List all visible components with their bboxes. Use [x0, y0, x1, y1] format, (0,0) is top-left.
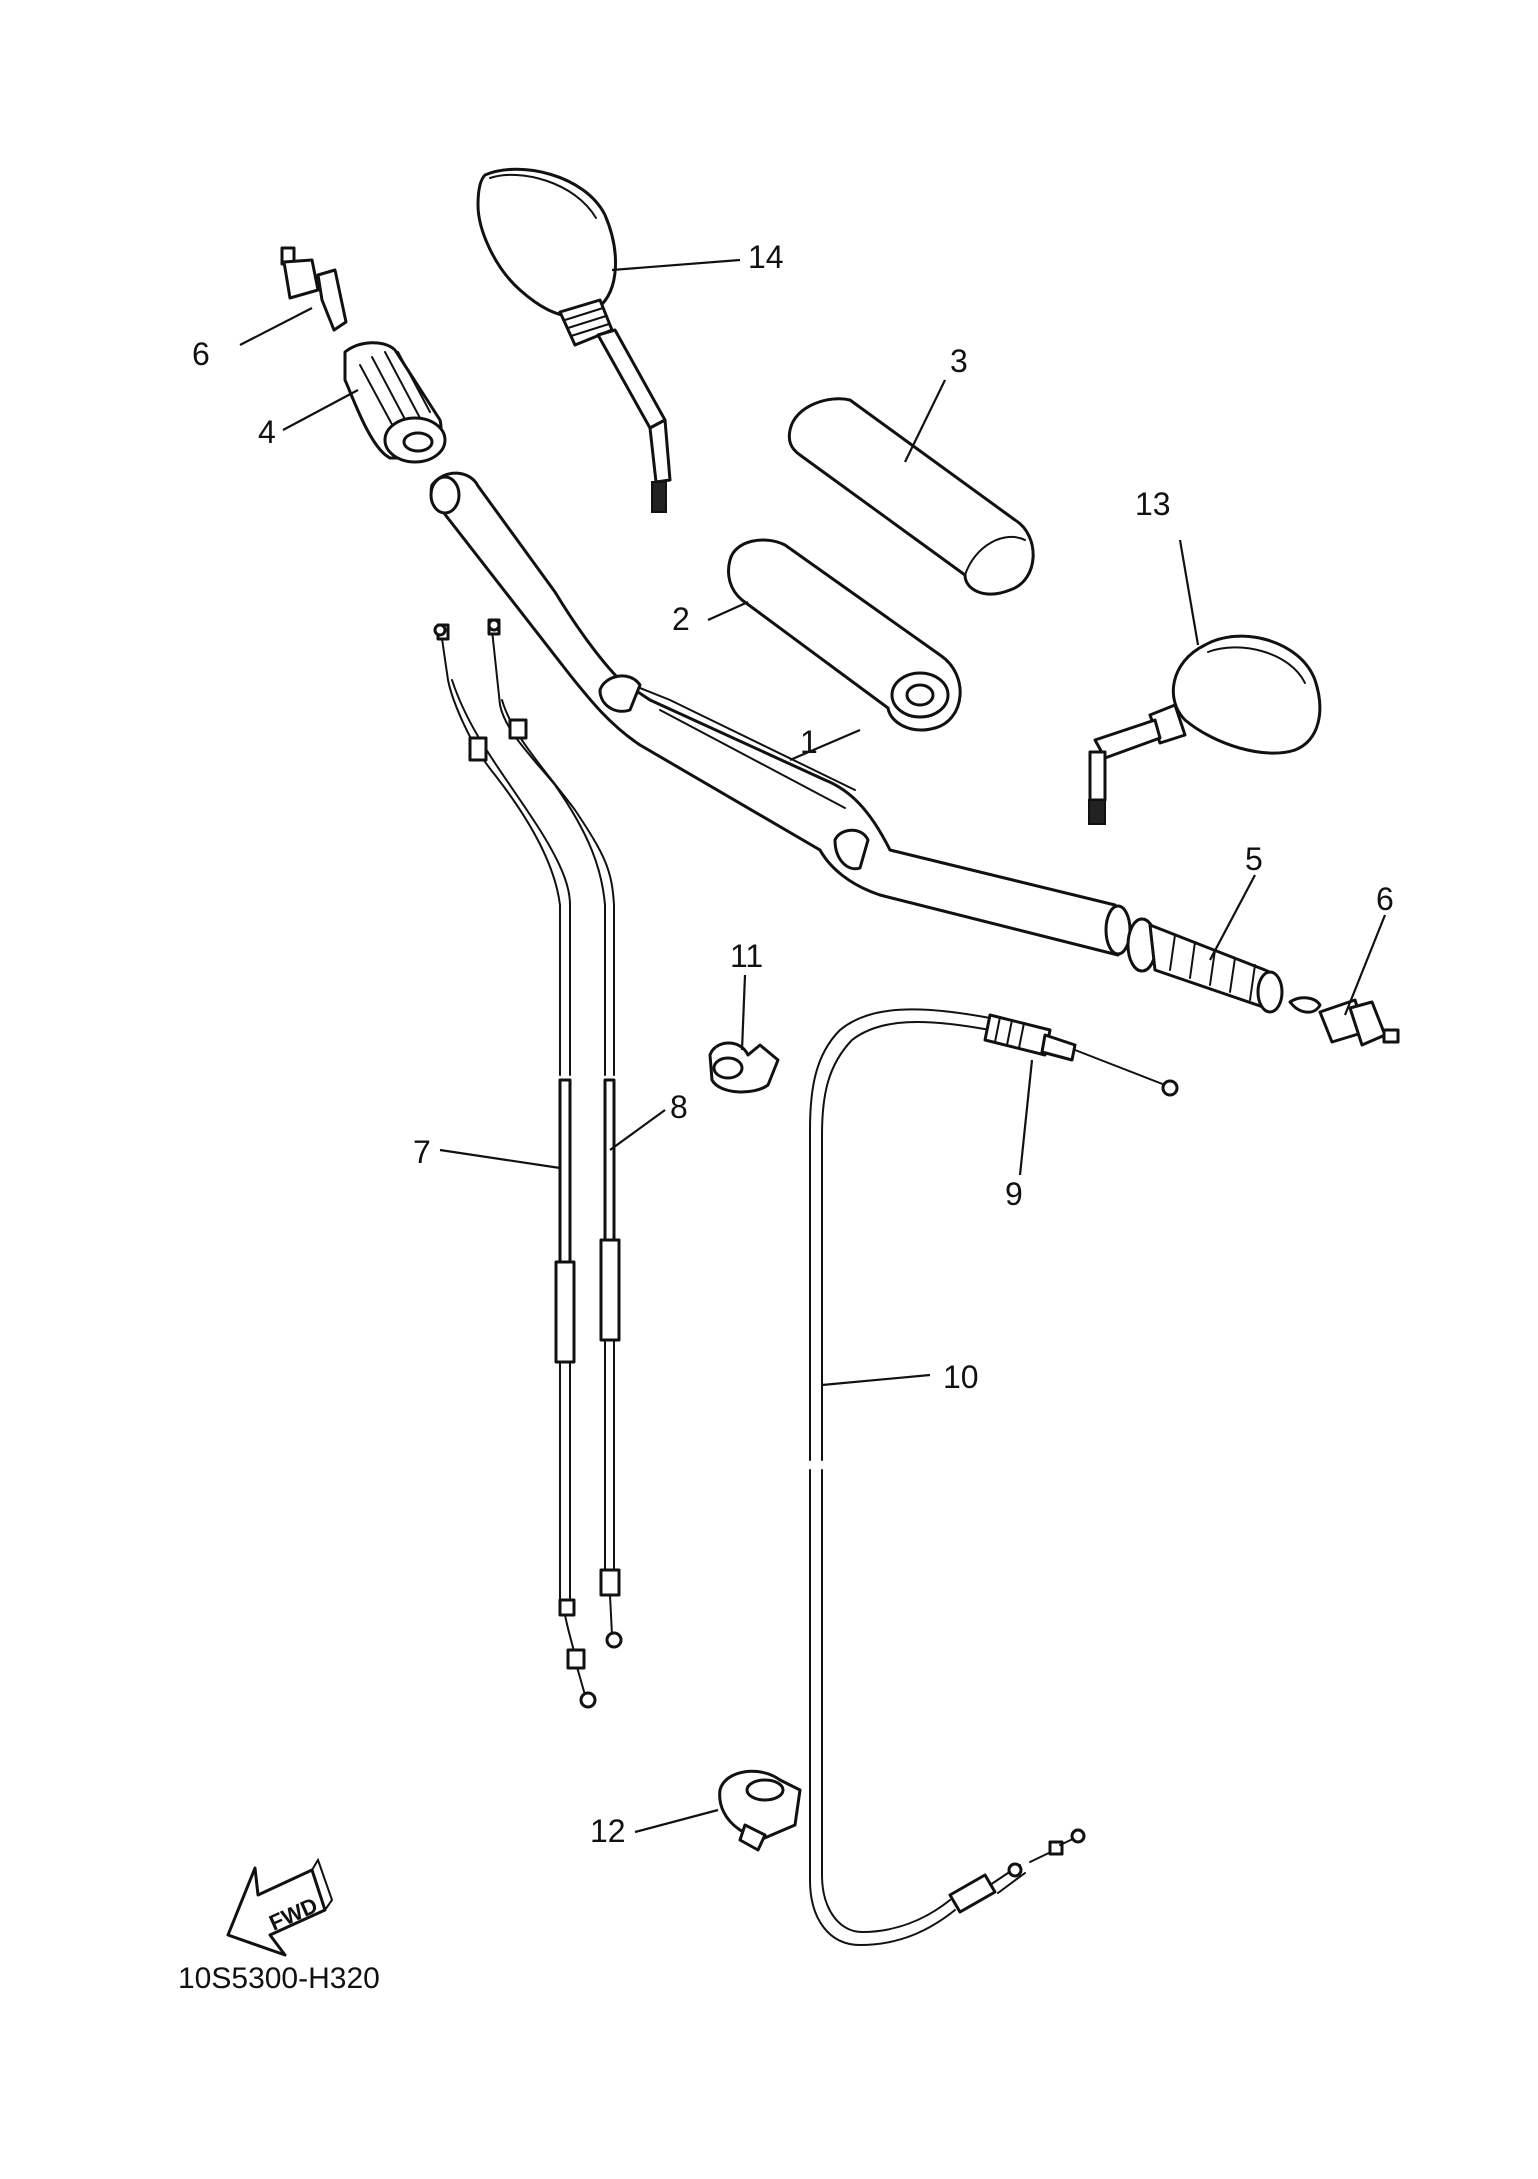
- bar-end-weight-right[interactable]: [1288, 996, 1400, 1047]
- throttle-cable-8[interactable]: [487, 618, 623, 1649]
- callout-8: 8: [670, 1089, 688, 1125]
- callout-10: 10: [943, 1359, 979, 1395]
- callout-9: 9: [1005, 1176, 1023, 1212]
- cable-holder[interactable]: [708, 1041, 780, 1094]
- callout-5: 5: [1245, 841, 1263, 877]
- callout-6-left: 6: [192, 336, 210, 372]
- callout-14: 14: [748, 239, 784, 275]
- callout-12: 12: [590, 1813, 626, 1849]
- clutch-cable[interactable]: [809, 1008, 1179, 1947]
- callout-3: 3: [950, 343, 968, 379]
- callout-6-right: 6: [1376, 881, 1394, 917]
- bar-end-weight-left[interactable]: [280, 246, 348, 332]
- diagram-code: 10S5300-H320: [178, 1962, 380, 1995]
- grip-left[interactable]: [343, 341, 447, 464]
- callout-13: 13: [1135, 486, 1171, 522]
- callout-4: 4: [258, 414, 276, 450]
- callout-1: 1: [800, 724, 818, 760]
- throttle-cable-7[interactable]: [433, 623, 597, 1709]
- mirror-right[interactable]: [1088, 634, 1322, 825]
- handlebar[interactable]: [429, 471, 1132, 957]
- leader-lines: [239, 258, 1387, 1834]
- callout-2: 2: [672, 601, 690, 637]
- callout-labels: 14 6 4 3 2 13 1 5 6 11 8 7 9 10 12: [192, 239, 1394, 1849]
- grip-cover-large[interactable]: [787, 397, 1035, 596]
- fwd-arrow: FWD: [226, 1857, 334, 1957]
- grip-cover-small[interactable]: [727, 538, 962, 732]
- callout-7: 7: [413, 1134, 431, 1170]
- callout-11: 11: [730, 938, 763, 974]
- cable-clamp[interactable]: [718, 1769, 802, 1852]
- mirror-left[interactable]: [476, 167, 672, 513]
- grip-right-throttle[interactable]: [1126, 917, 1284, 1014]
